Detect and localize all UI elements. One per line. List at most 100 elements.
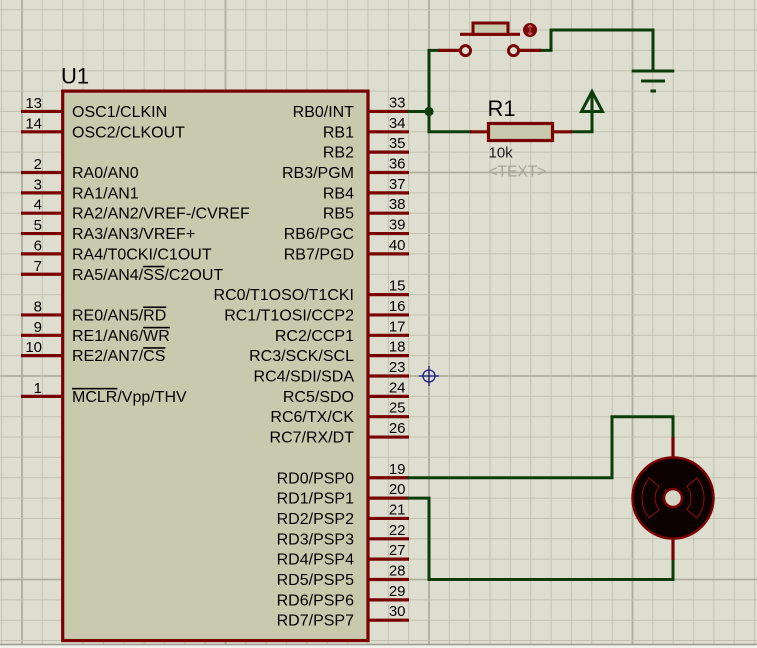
resistor-r1[interactable]: R1 10k <TEXT>: [470, 96, 572, 181]
pin-14[interactable]: 14: [21, 115, 64, 134]
pin-label: RC1/T1OSI/CCP2: [224, 307, 354, 324]
pushbutton-switch[interactable]: [438, 21, 541, 58]
pin-17[interactable]: 17: [367, 318, 409, 337]
ground-terminal[interactable]: [631, 69, 675, 93]
crosshair-icon: [419, 366, 439, 386]
dc-motor[interactable]: [631, 437, 715, 560]
pin-number: 30: [389, 603, 406, 620]
pin-35[interactable]: 35: [367, 135, 409, 154]
pin-13[interactable]: 13: [21, 95, 64, 114]
pin-38[interactable]: 38: [367, 196, 409, 215]
pin-number: 4: [34, 197, 42, 214]
pin-label: RB1: [323, 124, 354, 141]
pin-number: 15: [389, 278, 406, 295]
pin-number: 7: [34, 258, 42, 275]
switch-contact-left: [459, 44, 472, 58]
pin-40[interactable]: 40: [367, 237, 409, 256]
pin-34[interactable]: 34: [367, 115, 409, 134]
pin-label: RB3/PGM: [282, 165, 354, 182]
junction-dot[interactable]: [424, 106, 434, 117]
pin-25[interactable]: 25: [367, 400, 409, 419]
pin-label: RA4/T0CKI/C1OUT: [72, 246, 212, 263]
pin-label: RA3/AN3/VREF+: [72, 226, 195, 243]
pin-19[interactable]: 19: [367, 461, 409, 480]
pin-33[interactable]: 33: [367, 94, 409, 114]
wire-rd0-to-motor[interactable]: [407, 415, 675, 480]
pin-number: 27: [389, 542, 406, 559]
switch-cap: [471, 21, 510, 36]
pin-29[interactable]: 29: [367, 583, 409, 602]
pin-number: 6: [34, 237, 42, 254]
pin-label: RC4/SDI/SDA: [254, 369, 355, 386]
r1-body[interactable]: [486, 121, 555, 143]
pin-36[interactable]: 36: [367, 156, 409, 175]
pin-number: 34: [389, 115, 406, 132]
pin-1[interactable]: 1: [21, 380, 64, 398]
pin-label: RA0/AN0: [72, 165, 139, 182]
pin-8[interactable]: 8: [21, 298, 64, 317]
pin-20[interactable]: 20: [367, 481, 409, 500]
pin-7[interactable]: 7: [21, 258, 64, 276]
pin-18[interactable]: 18: [367, 339, 409, 358]
pin-number: 28: [389, 563, 406, 580]
pin-22[interactable]: 22: [367, 522, 409, 541]
pin-26[interactable]: 26: [367, 420, 409, 439]
pin-5[interactable]: 5: [21, 217, 64, 236]
pin-number: 40: [389, 237, 406, 254]
pin-23[interactable]: 23: [367, 359, 409, 378]
pin-28[interactable]: 28: [367, 563, 409, 582]
r1-text-placeholder: <TEXT>: [489, 164, 547, 181]
u1-body[interactable]: [61, 89, 370, 643]
pin-label: RB4: [323, 185, 354, 202]
pin-16[interactable]: 16: [367, 298, 409, 317]
pin-label: RC2/CCP1: [275, 328, 354, 345]
wire-switch-to-ground[interactable]: [539, 28, 655, 73]
pin-3[interactable]: 3: [21, 176, 64, 195]
pin-30[interactable]: 30: [367, 603, 409, 622]
wire-resistor-to-power[interactable]: [570, 110, 594, 134]
pin-39[interactable]: 39: [367, 217, 409, 236]
pin-21[interactable]: 21: [367, 501, 409, 521]
pin-number: 19: [389, 461, 406, 478]
pin-number: 17: [389, 318, 406, 335]
switch-contact-right: [507, 44, 520, 58]
pin-label: RC5/SDO: [283, 389, 354, 406]
pin-24[interactable]: 24: [367, 379, 409, 398]
wire-rd1-to-motor[interactable]: [407, 496, 675, 581]
pin-2[interactable]: 2: [21, 156, 64, 175]
pin-number: 37: [389, 176, 406, 193]
pin-label: RE1/AN6/WR: [72, 328, 170, 345]
pin-label: RE0/AN5/RD: [72, 307, 166, 324]
switch-toggle-button[interactable]: [523, 23, 537, 37]
u1-microcontroller[interactable]: U1 1314234567891013334353637383940151617…: [21, 64, 409, 643]
pin-number: 21: [389, 501, 406, 518]
pin-number: 26: [389, 420, 406, 437]
pin-label: RD6/PSP6: [277, 592, 354, 609]
pin-label: RA2/AN2/VREF-/CVREF: [72, 206, 250, 223]
pin-4[interactable]: 4: [21, 197, 64, 215]
pin-label: RC3/SCK/SCL: [249, 348, 354, 365]
pin-number: 39: [389, 217, 406, 234]
pin-37[interactable]: 37: [367, 176, 409, 195]
pin-6[interactable]: 6: [21, 237, 64, 256]
u1-pins: 1314234567891013334353637383940151617182…: [21, 94, 409, 622]
pin-label: RC7/RX/DT: [270, 430, 355, 447]
pin-label: RB2: [323, 145, 354, 162]
ground-icon: [631, 69, 675, 93]
dc-motor-icon: [631, 456, 715, 540]
power-terminal[interactable]: [579, 88, 605, 113]
pin-number: 9: [34, 319, 42, 336]
u1-pin-labels: OSC1/CLKINOSC2/CLKOUTRA0/AN0RA1/AN1RA2/A…: [72, 104, 354, 630]
pin-number: 8: [34, 298, 42, 315]
u1-reference-label: U1: [61, 64, 89, 89]
pin-label: RE2/AN7/CS: [72, 348, 165, 365]
pin-label: RB7/PGD: [284, 246, 354, 263]
pin-label: OSC1/CLKIN: [72, 104, 167, 121]
wire-switch-to-resistor[interactable]: [427, 48, 472, 134]
pin-15[interactable]: 15: [367, 278, 409, 297]
pin-9[interactable]: 9: [21, 319, 64, 337]
pin-10[interactable]: 10: [21, 339, 64, 358]
wires: [407, 28, 675, 581]
pin-27[interactable]: 27: [367, 542, 409, 561]
